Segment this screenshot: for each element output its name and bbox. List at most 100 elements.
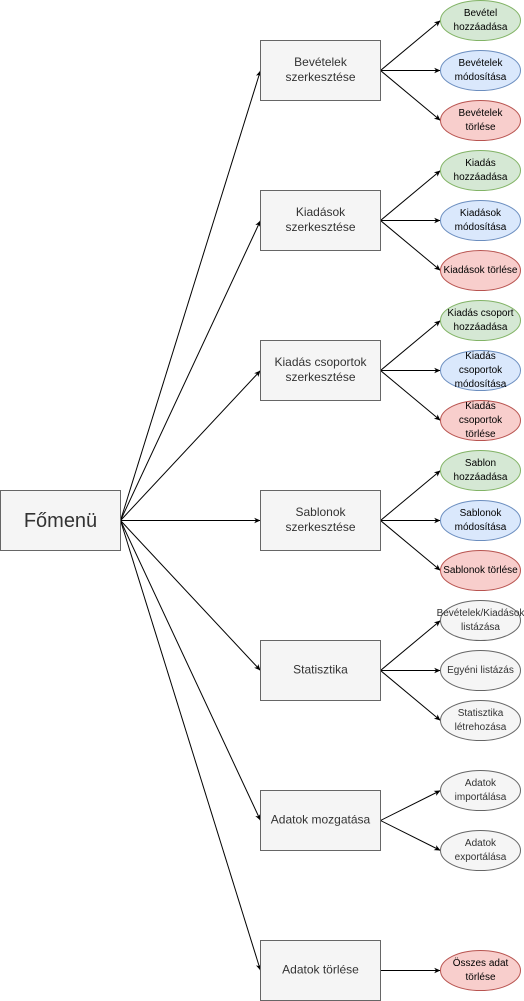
action-label: törlése bbox=[465, 429, 495, 440]
action-label: Bevétel bbox=[464, 8, 497, 19]
action-label: exportálása bbox=[455, 852, 507, 863]
edge-statisztika-to-statisztika-letrehozasa bbox=[380, 670, 441, 721]
action-osszes-adat-torlese[interactable]: Összes adat törlése bbox=[440, 950, 521, 991]
action-label: Sablonok törlése bbox=[443, 565, 518, 576]
edge-kiadasok-szerkesztese-to-kiadasok-torlese bbox=[380, 220, 441, 271]
action-label: importálása bbox=[455, 792, 507, 803]
edge-bevetelek-szerkesztese-to-bevetelek-torlese bbox=[380, 70, 441, 121]
action-label: módosítása bbox=[455, 379, 507, 390]
category-box bbox=[260, 40, 381, 101]
action-label: módosítása bbox=[455, 222, 507, 233]
action-oval bbox=[440, 350, 521, 391]
category-box bbox=[260, 490, 381, 551]
action-label: Kiadások törlése bbox=[444, 265, 518, 276]
action-oval bbox=[440, 200, 521, 241]
action-label: Kiadás bbox=[465, 351, 496, 362]
action-label: listázása bbox=[461, 622, 500, 633]
action-label: hozzáadása bbox=[454, 322, 508, 333]
action-kiadas-hozzaadasa[interactable]: Kiadás hozzáadása bbox=[440, 150, 521, 191]
category-adatok-mozgatasa[interactable]: Adatok mozgatása bbox=[260, 790, 381, 851]
edge-kiadas-csoportok-szerkesztese-to-kiadas-csoport-hozzaadasa bbox=[380, 320, 441, 371]
action-oval bbox=[440, 700, 521, 741]
category-label: szerkesztése bbox=[285, 70, 355, 84]
action-label: hozzáadása bbox=[454, 22, 508, 33]
action-oval bbox=[440, 450, 521, 491]
action-oval bbox=[440, 650, 521, 691]
action-label: létrehozása bbox=[455, 722, 507, 733]
category-box bbox=[260, 640, 381, 701]
action-label: Kiadás bbox=[465, 401, 496, 412]
action-adatok-exportalasa[interactable]: Adatok exportálása bbox=[440, 830, 521, 871]
action-label: hozzáadása bbox=[454, 172, 508, 183]
action-label: Adatok bbox=[465, 838, 497, 849]
category-label: Kiadás csoportok bbox=[274, 355, 367, 369]
action-label: Bevételek bbox=[459, 58, 504, 69]
category-box bbox=[260, 190, 381, 251]
action-label: hozzáadása bbox=[454, 472, 508, 483]
category-label: Adatok törlése bbox=[282, 963, 359, 977]
action-oval bbox=[440, 100, 521, 141]
action-label: törlése bbox=[465, 972, 495, 983]
action-oval bbox=[440, 300, 521, 341]
action-oval bbox=[440, 770, 521, 811]
root-node[interactable]: Főmenü bbox=[0, 490, 121, 551]
action-label: Bevételek/Kiadások bbox=[437, 608, 524, 619]
edge-sablonok-szerkesztese-to-sablon-hozzaadasa bbox=[380, 470, 441, 521]
action-label: Statisztika bbox=[458, 708, 504, 719]
category-label: szerkesztése bbox=[285, 220, 355, 234]
category-statisztika[interactable]: Statisztika bbox=[260, 640, 381, 701]
action-label: Kiadás csoport bbox=[447, 308, 513, 319]
action-oval bbox=[440, 500, 521, 541]
category-label: szerkesztése bbox=[285, 520, 355, 534]
action-label: Sablon bbox=[465, 458, 496, 469]
action-label: Összes adat bbox=[453, 957, 509, 969]
action-kiadasok-modositasa[interactable]: Kiadások módosítása bbox=[440, 200, 521, 241]
action-oval bbox=[440, 600, 521, 641]
edge-root-to-adatok-mozgatasa bbox=[120, 520, 261, 821]
action-oval bbox=[440, 950, 521, 991]
category-adatok-torlese[interactable]: Adatok törlése bbox=[260, 940, 381, 1001]
root-label: Főmenü bbox=[24, 510, 97, 532]
edge-kiadas-csoportok-szerkesztese-to-kiadas-csoportok-torlese bbox=[380, 370, 441, 421]
action-label: Kiadások bbox=[460, 208, 502, 219]
action-oval bbox=[440, 400, 521, 441]
action-oval bbox=[440, 550, 521, 591]
action-sablon-hozzaadasa[interactable]: Sablon hozzáadása bbox=[440, 450, 521, 491]
action-bevetel-hozzaadasa[interactable]: Bevétel hozzáadása bbox=[440, 0, 521, 41]
action-label: csoportok bbox=[459, 365, 503, 376]
action-bevetelek-torlese[interactable]: Bevételek törlése bbox=[440, 100, 521, 141]
category-label: szerkesztése bbox=[285, 370, 355, 384]
edge-statisztika-to-bevetelek-kiadasok-listazasa bbox=[380, 620, 441, 671]
action-egyeni-listazas[interactable]: Egyéni listázás bbox=[440, 650, 521, 691]
category-label: Statisztika bbox=[293, 663, 348, 677]
action-label: módosítása bbox=[455, 72, 507, 83]
action-sablonok-torlese[interactable]: Sablonok törlése bbox=[440, 550, 521, 591]
action-kiadasok-torlese[interactable]: Kiadások törlése bbox=[440, 250, 521, 291]
action-label: Egyéni listázás bbox=[447, 665, 514, 676]
action-label: Kiadás bbox=[465, 158, 496, 169]
action-label: Bevételek bbox=[459, 108, 504, 119]
action-bevetelek-kiadasok-listazasa[interactable]: Bevételek/Kiadások listázása bbox=[437, 600, 524, 641]
edge-kiadasok-szerkesztese-to-kiadas-hozzaadasa bbox=[380, 170, 441, 221]
action-oval bbox=[440, 0, 521, 41]
category-label: Kiadások bbox=[296, 205, 346, 219]
category-box bbox=[260, 790, 381, 851]
category-label: Bevételek bbox=[294, 55, 348, 69]
action-oval bbox=[440, 830, 521, 871]
action-kiadas-csoport-hozzaadasa[interactable]: Kiadás csoport hozzáadása bbox=[440, 300, 521, 341]
action-statisztika-letrehozasa[interactable]: Statisztika létrehozása bbox=[440, 700, 521, 741]
action-kiadas-csoportok-modositasa[interactable]: Kiadás csoportok módosítása bbox=[440, 350, 521, 391]
action-bevetelek-modositasa[interactable]: Bevételek módosítása bbox=[440, 50, 521, 91]
action-label: törlése bbox=[465, 122, 495, 133]
edge-adatok-mozgatasa-to-adatok-exportalasa bbox=[380, 820, 441, 851]
edge-root-to-kiadasok-szerkesztese bbox=[120, 220, 261, 521]
